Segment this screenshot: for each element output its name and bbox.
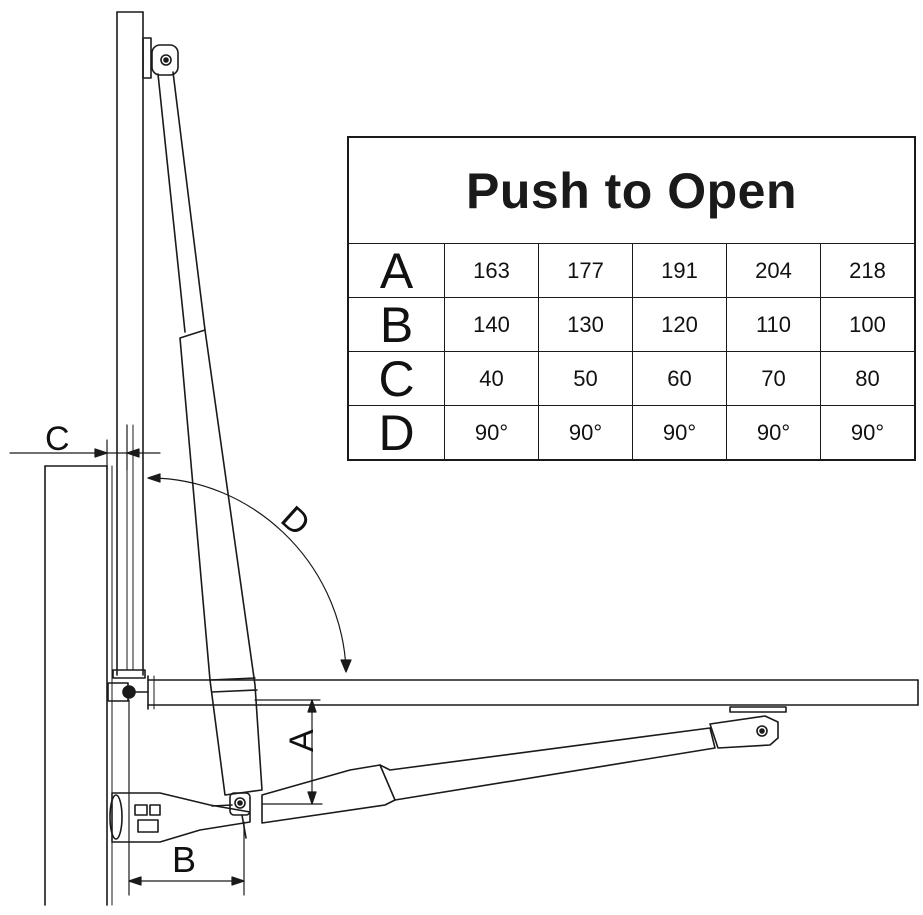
row-label: B xyxy=(347,297,445,352)
dimension-label-d: D xyxy=(273,499,317,544)
row-label: C xyxy=(347,351,445,406)
table-cell: 90° xyxy=(726,405,821,461)
table-cell: 130 xyxy=(538,297,633,352)
table-cell: 90° xyxy=(538,405,633,461)
pillar xyxy=(44,465,113,906)
table-cell: 90° xyxy=(444,405,539,461)
table-cell: 218 xyxy=(820,243,916,298)
table-title-row: Push to Open xyxy=(347,136,916,244)
dimension-label-a: A xyxy=(283,729,321,752)
dimension-c xyxy=(9,424,161,471)
dimension-d xyxy=(147,473,352,673)
actuator-open xyxy=(157,71,263,796)
table-cell: 110 xyxy=(726,297,821,352)
table-cell: 204 xyxy=(726,243,821,298)
table-cell: 177 xyxy=(538,243,633,298)
table-title: Push to Open xyxy=(347,136,916,244)
table-cell: 90° xyxy=(632,405,727,461)
table-row-b: B 140 130 120 110 100 xyxy=(347,297,916,352)
table-row-a: A 163 177 191 204 218 xyxy=(347,243,916,298)
table-cell: 70 xyxy=(726,351,821,406)
table-cell: 120 xyxy=(632,297,727,352)
table-cell: 191 xyxy=(632,243,727,298)
spec-table: Push to Open A 163 177 191 204 218 B 140… xyxy=(347,136,916,461)
gate-leaf-open xyxy=(112,11,146,679)
table-cell: 50 xyxy=(538,351,633,406)
table-cell: 40 xyxy=(444,351,539,406)
dimension-label-b: B xyxy=(172,839,196,880)
table-row-d: D 90° 90° 90° 90° 90° xyxy=(347,405,916,461)
row-label: A xyxy=(347,243,445,298)
rear-bracket xyxy=(109,792,251,843)
actuator-closed xyxy=(261,706,787,824)
table-cell: 100 xyxy=(820,297,916,352)
row-label: D xyxy=(347,405,445,461)
gate-hinge xyxy=(107,682,149,702)
dimension-label-c: C xyxy=(45,420,70,458)
gate-leaf-closed xyxy=(147,675,919,710)
table-cell: 90° xyxy=(820,405,916,461)
table-row-c: C 40 50 60 70 80 xyxy=(347,351,916,406)
table-cell: 163 xyxy=(444,243,539,298)
table-cell: 140 xyxy=(444,297,539,352)
table-cell: 80 xyxy=(820,351,916,406)
dimension-a xyxy=(254,699,323,805)
dimension-b xyxy=(128,699,245,896)
table-cell: 60 xyxy=(632,351,727,406)
front-bracket-open xyxy=(142,37,179,79)
